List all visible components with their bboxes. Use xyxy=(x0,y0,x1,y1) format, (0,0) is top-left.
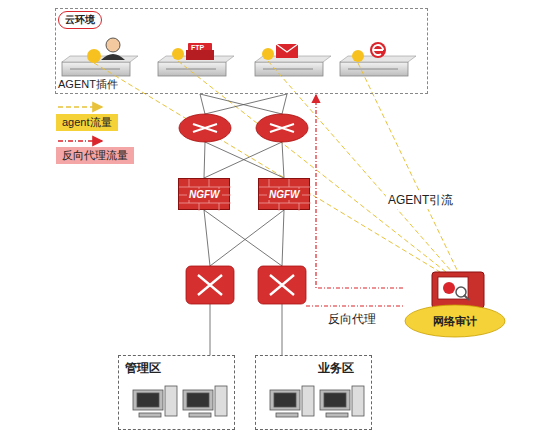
node-text: NGFW xyxy=(187,189,222,200)
drawing-part xyxy=(373,45,383,55)
legend-text: agent流量 xyxy=(56,114,118,131)
node-text: 管理区 xyxy=(125,360,161,377)
drawing-part xyxy=(204,142,284,178)
drawing-part xyxy=(302,386,314,416)
drawing-part xyxy=(274,393,296,407)
drawing-part xyxy=(58,140,102,141)
drawing-part xyxy=(133,390,163,410)
drawing-part xyxy=(268,61,452,272)
drawing-part xyxy=(189,413,211,417)
drawing-part xyxy=(178,61,446,272)
node-text: NGFW xyxy=(267,189,302,200)
drawing-part xyxy=(352,50,364,62)
drawing-part xyxy=(358,63,458,272)
node-illustration xyxy=(256,356,373,431)
node-box: NGFW xyxy=(178,178,230,210)
drawing-part xyxy=(464,295,469,300)
drawing-part xyxy=(70,69,398,70)
drawing-part xyxy=(87,49,101,63)
drawing-part xyxy=(137,393,159,407)
drawing-part xyxy=(210,304,282,355)
drawing-part xyxy=(262,48,274,60)
node-box: 网络审计 xyxy=(403,268,507,338)
drawing-part xyxy=(276,413,298,417)
node-box: NGFW xyxy=(258,178,310,210)
legend-text: 反向代理流量 xyxy=(56,147,134,164)
drawing-part xyxy=(172,48,184,60)
drawing-part xyxy=(270,386,364,417)
drawing-part xyxy=(193,124,294,132)
drawing-part xyxy=(186,266,306,304)
node-text: 云环境 xyxy=(58,11,102,29)
drawing-part xyxy=(186,50,214,60)
drawing-part xyxy=(259,179,311,211)
drawing-part xyxy=(438,277,468,299)
drawing-part xyxy=(139,413,161,417)
drawing-part xyxy=(58,106,102,107)
drawing-part xyxy=(276,44,298,52)
diagram-label: 反向代理 xyxy=(326,311,378,328)
drawing-part xyxy=(370,42,386,58)
drawing-part xyxy=(187,393,209,407)
drawing-part xyxy=(179,114,308,142)
node-box: 业务区 xyxy=(255,355,372,430)
drawing-part xyxy=(94,63,440,272)
diagram-label: FTP xyxy=(191,44,204,51)
diagram-label: AGENT插件 xyxy=(58,77,118,92)
drawing-part xyxy=(306,305,403,306)
node-box: 管理区 xyxy=(118,355,235,430)
drawing-part xyxy=(326,413,348,417)
drawing-part xyxy=(270,390,300,410)
drawing-part xyxy=(259,179,311,211)
drawing-part xyxy=(443,282,455,294)
diagram-label: AGENT引流 xyxy=(386,192,455,209)
drawing-part xyxy=(405,305,505,337)
drawing-part xyxy=(324,393,346,407)
drawing-part xyxy=(179,179,231,211)
drawing-part xyxy=(215,386,227,416)
drawing-part xyxy=(198,275,294,295)
drawing-part xyxy=(183,390,213,410)
drawing-part xyxy=(200,94,287,114)
drawing-part xyxy=(101,54,125,60)
drawing-part xyxy=(204,210,284,266)
drawing-part xyxy=(320,390,350,410)
drawing-part xyxy=(165,386,177,416)
drawing-part xyxy=(94,61,458,272)
drawing-part xyxy=(276,44,298,58)
drawing-part xyxy=(352,386,364,416)
node-text: 业务区 xyxy=(318,360,354,377)
drawing-part xyxy=(133,386,227,417)
node-text: 网络审计 xyxy=(433,314,477,329)
node-illustration xyxy=(403,268,507,338)
drawing-part xyxy=(432,272,484,308)
drawing-part xyxy=(106,38,120,52)
drawing-part xyxy=(179,179,231,211)
